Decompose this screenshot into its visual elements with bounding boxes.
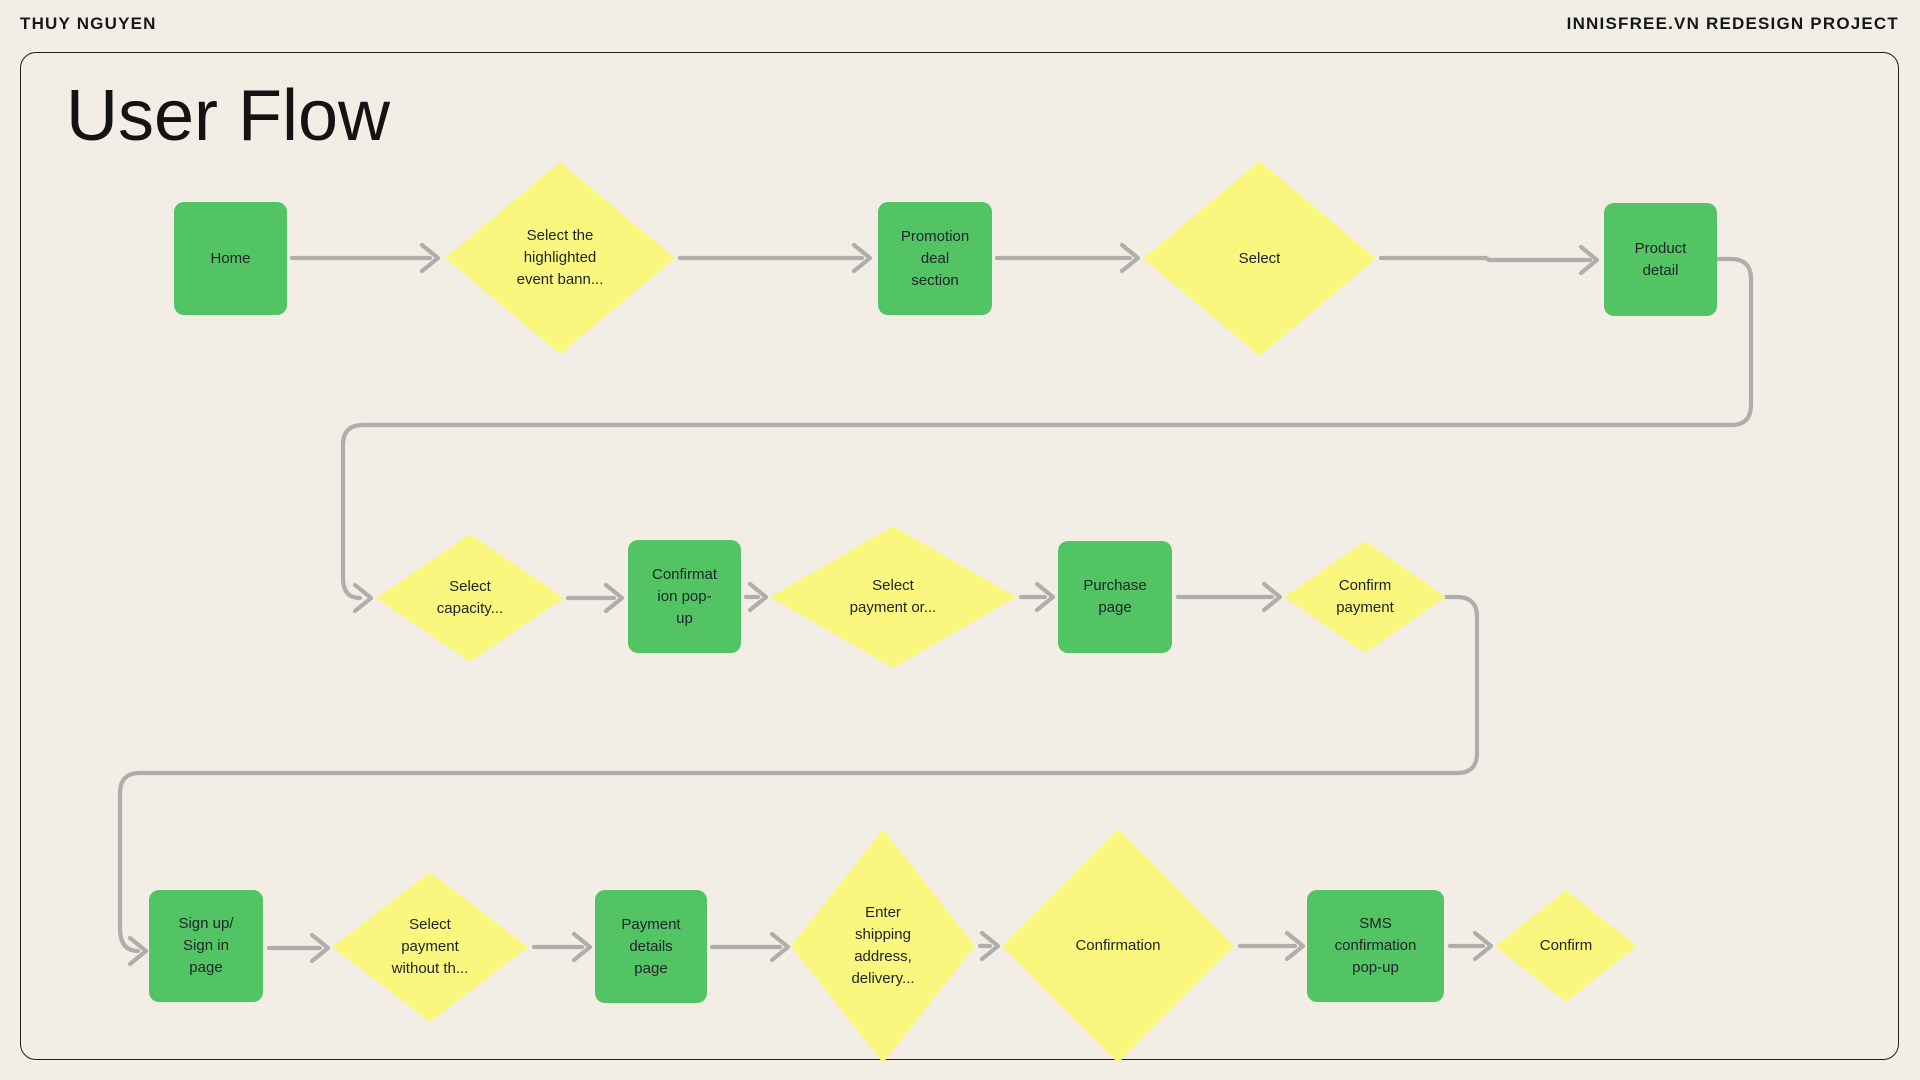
flow-node-sms-confirmation[interactable]: SMS confirmation pop-up xyxy=(1307,890,1444,1002)
edge-9-10-line[interactable] xyxy=(117,594,1480,954)
edge-4-5-line[interactable] xyxy=(340,256,1754,601)
flow-node-payment-details[interactable]: Payment details page xyxy=(595,890,707,1003)
flow-node-confirmation-popup[interactable]: Confirmat ion pop- up xyxy=(628,540,741,653)
page-title: User Flow xyxy=(66,76,391,156)
flow-node-purchase-page[interactable]: Purchase page xyxy=(1058,541,1172,653)
edge-13-14-head[interactable] xyxy=(979,930,1001,962)
flow-node-home[interactable]: Home xyxy=(174,202,287,315)
canvas-frame xyxy=(20,52,1899,1060)
project-name: INNISFREE.VN REDESIGN PROJECT xyxy=(1566,14,1899,33)
edge-1-2-head[interactable] xyxy=(851,242,873,274)
edge-4-5-head[interactable] xyxy=(352,582,374,614)
edge-5-6-head[interactable] xyxy=(603,582,625,614)
edge-2-3-head[interactable] xyxy=(1119,242,1141,274)
edge-0-1-head[interactable] xyxy=(419,242,441,274)
flow-node-sign-up-sign-in[interactable]: Sign up/ Sign in page xyxy=(149,890,263,1002)
author-name: THUY NGUYEN xyxy=(20,14,157,33)
edge-7-8-head[interactable] xyxy=(1034,581,1056,613)
edge-12-13-head[interactable] xyxy=(769,931,791,963)
flow-node-product-detail[interactable]: Product detail xyxy=(1604,203,1717,316)
edge-8-9-head[interactable] xyxy=(1261,581,1283,613)
flow-node-promotion-deal[interactable]: Promotion deal section xyxy=(878,202,992,315)
edge-6-7-head[interactable] xyxy=(747,581,769,613)
edge-15-16-head[interactable] xyxy=(1472,930,1494,962)
edge-11-12-head[interactable] xyxy=(571,931,593,963)
edge-10-11-head[interactable] xyxy=(309,932,331,964)
edge-14-15-head[interactable] xyxy=(1284,930,1306,962)
page-header: THUY NGUYEN INNISFREE.VN REDESIGN PROJEC… xyxy=(20,14,1899,34)
edge-3-4-head[interactable] xyxy=(1578,244,1600,276)
edge-3-4-line[interactable] xyxy=(1378,255,1593,263)
edge-9-10-head[interactable] xyxy=(127,935,149,967)
